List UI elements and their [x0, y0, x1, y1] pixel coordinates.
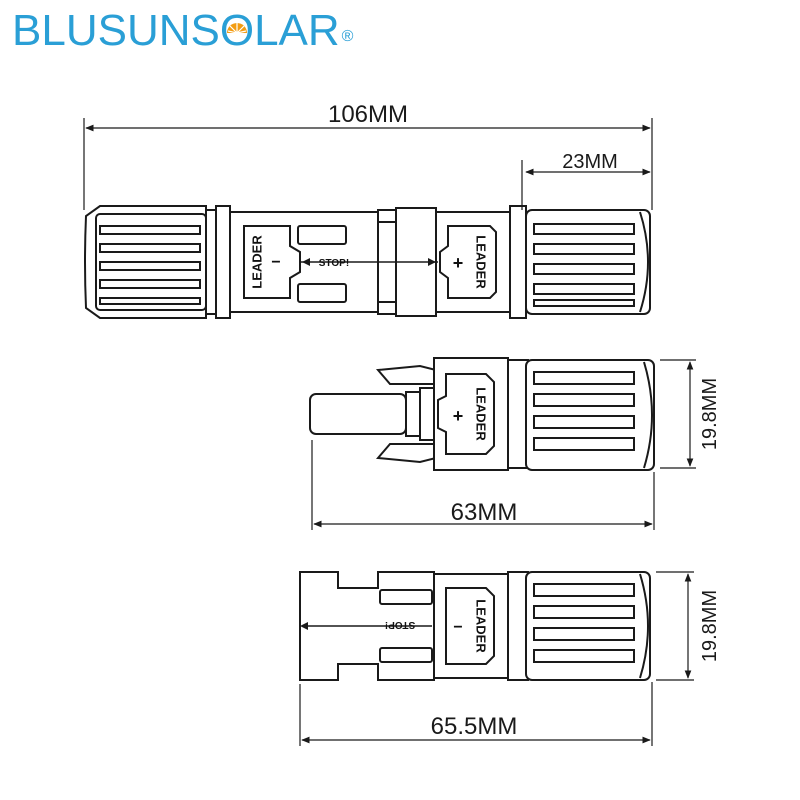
logo-part-1: BLUSUNS — [12, 6, 220, 55]
dimension-63-label: 63MM — [451, 499, 518, 526]
leader-label-female: LEADER — [474, 599, 489, 653]
left-nut — [84, 205, 231, 319]
right-body — [435, 205, 527, 319]
brand-logo: BLUSUNSO LAR® — [12, 6, 353, 56]
dimension-23 — [521, 160, 651, 210]
mated-connector-assembly — [84, 205, 651, 319]
plus-symbol-top: + — [453, 253, 464, 273]
dimension-19-8-female-label: 19.8MM — [699, 590, 721, 662]
stop-label-female: STOP! — [385, 619, 415, 630]
logo-part-2: LAR — [254, 6, 340, 55]
dimension-23-label: 23MM — [562, 151, 618, 173]
registered-mark: ® — [341, 28, 354, 45]
minus-symbol-female: − — [453, 619, 462, 636]
stop-label-top: STOP! — [319, 258, 349, 269]
minus-symbol-top: − — [271, 254, 280, 271]
dimension-65-5 — [299, 682, 653, 746]
dimension-19-8-male-label: 19.8MM — [699, 378, 721, 450]
dimension-19-8-female — [656, 571, 694, 681]
female-connector — [299, 571, 651, 681]
right-nut — [525, 209, 651, 315]
leader-label-male: LEADER — [474, 387, 489, 441]
dimension-65-5-label: 65.5MM — [431, 713, 518, 740]
plus-symbol-male: + — [453, 406, 464, 426]
dimension-106 — [83, 118, 653, 210]
sun-icon — [226, 23, 247, 34]
dimension-19-8-male — [660, 359, 696, 469]
male-connector — [309, 357, 655, 471]
logo-text: BLUSUNSO LAR® — [12, 6, 353, 56]
logo-sun-o: O — [220, 6, 254, 56]
leader-label-right: LEADER — [474, 235, 489, 289]
leader-label-left: LEADER — [249, 235, 264, 289]
dimension-63 — [311, 440, 655, 530]
dimension-106-label: 106MM — [328, 101, 408, 128]
